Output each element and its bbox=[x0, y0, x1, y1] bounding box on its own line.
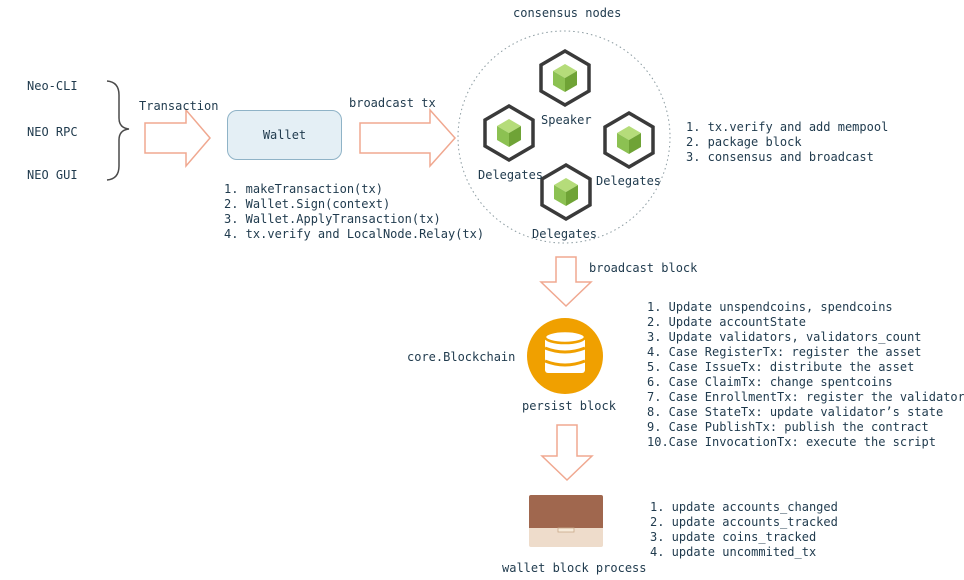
arrow-down-icon bbox=[540, 424, 594, 482]
wallet-label: Wallet bbox=[262, 128, 307, 142]
list-item: 4. Case RegisterTx: register the asset bbox=[647, 345, 922, 359]
list-item: 3. update coins_tracked bbox=[650, 530, 817, 544]
delegates-left-label: Delegates bbox=[478, 168, 544, 182]
list-item: 1. update accounts_changed bbox=[650, 500, 838, 514]
list-item: 2. update accounts_tracked bbox=[650, 515, 838, 529]
list-item: 4. update uncommited_tx bbox=[650, 545, 817, 559]
node-cube-icon bbox=[483, 103, 535, 163]
list-item: 2. Update accountState bbox=[647, 315, 806, 329]
list-item: 7. Case EnrollmentTx: register the valid… bbox=[647, 390, 964, 404]
list-item: 5. Case IssueTx: distribute the asset bbox=[647, 360, 915, 374]
transaction-label: Transaction bbox=[139, 99, 219, 113]
arrow-right-icon bbox=[144, 107, 211, 169]
list-item: 10.Case InvocationTx: execute the script bbox=[647, 435, 936, 449]
list-item: 1. tx.verify and add mempool bbox=[686, 120, 889, 134]
list-item: 2. Wallet.Sign(context) bbox=[224, 197, 391, 211]
delegates-bottom-label: Delegates bbox=[532, 227, 598, 241]
delegates-right-label: Delegates bbox=[596, 174, 662, 188]
node-cube-icon bbox=[603, 110, 655, 170]
node-cube-icon bbox=[539, 48, 591, 108]
wallet-box: Wallet bbox=[227, 110, 342, 160]
list-item: 1. Update unspendcoins, spendcoins bbox=[647, 300, 893, 314]
source-neo-rpc: NEO RPC bbox=[27, 125, 78, 139]
wallet-block-process-label: wallet block process bbox=[502, 561, 647, 575]
database-icon bbox=[527, 318, 603, 394]
arrow-down-icon bbox=[539, 256, 593, 308]
list-item: 3. Wallet.ApplyTransaction(tx) bbox=[224, 212, 441, 226]
list-item: 2. package block bbox=[686, 135, 802, 149]
brace-icon bbox=[106, 80, 130, 181]
list-item: 3. Update validators, validators_count bbox=[647, 330, 922, 344]
arrow-right-icon bbox=[359, 108, 457, 168]
wallet-icon bbox=[529, 495, 603, 547]
list-item: 6. Case ClaimTx: change spentcoins bbox=[647, 375, 893, 389]
consensus-steps: 1. tx.verify and add mempool 2. package … bbox=[686, 120, 888, 165]
list-item: 8. Case StateTx: update validator’s stat… bbox=[647, 405, 944, 419]
consensus-boundary bbox=[457, 30, 671, 244]
broadcast-block-label: broadcast block bbox=[589, 261, 698, 275]
speaker-label: Speaker bbox=[541, 113, 592, 127]
wallet-steps: 1. makeTransaction(tx) 2. Wallet.Sign(co… bbox=[224, 182, 484, 242]
wallet-process-steps: 1. update accounts_changed 2. update acc… bbox=[650, 500, 838, 560]
list-item: 3. consensus and broadcast bbox=[686, 150, 874, 164]
list-item: 1. makeTransaction(tx) bbox=[224, 182, 383, 196]
list-item: 4. tx.verify and LocalNode.Relay(tx) bbox=[224, 227, 485, 241]
persist-steps: 1. Update unspendcoins, spendcoins 2. Up… bbox=[647, 300, 964, 450]
node-cube-icon bbox=[540, 162, 592, 222]
list-item: 9. Case PublishTx: publish the contract bbox=[647, 420, 929, 434]
broadcast-tx-label: broadcast tx bbox=[349, 96, 436, 110]
source-neo-cli: Neo-CLI bbox=[27, 79, 78, 93]
persist-block-label: persist block bbox=[522, 399, 616, 413]
source-neo-gui: NEO GUI bbox=[27, 168, 78, 182]
consensus-nodes-label: consensus nodes bbox=[513, 6, 622, 20]
core-blockchain-label: core.Blockchain bbox=[407, 350, 516, 364]
